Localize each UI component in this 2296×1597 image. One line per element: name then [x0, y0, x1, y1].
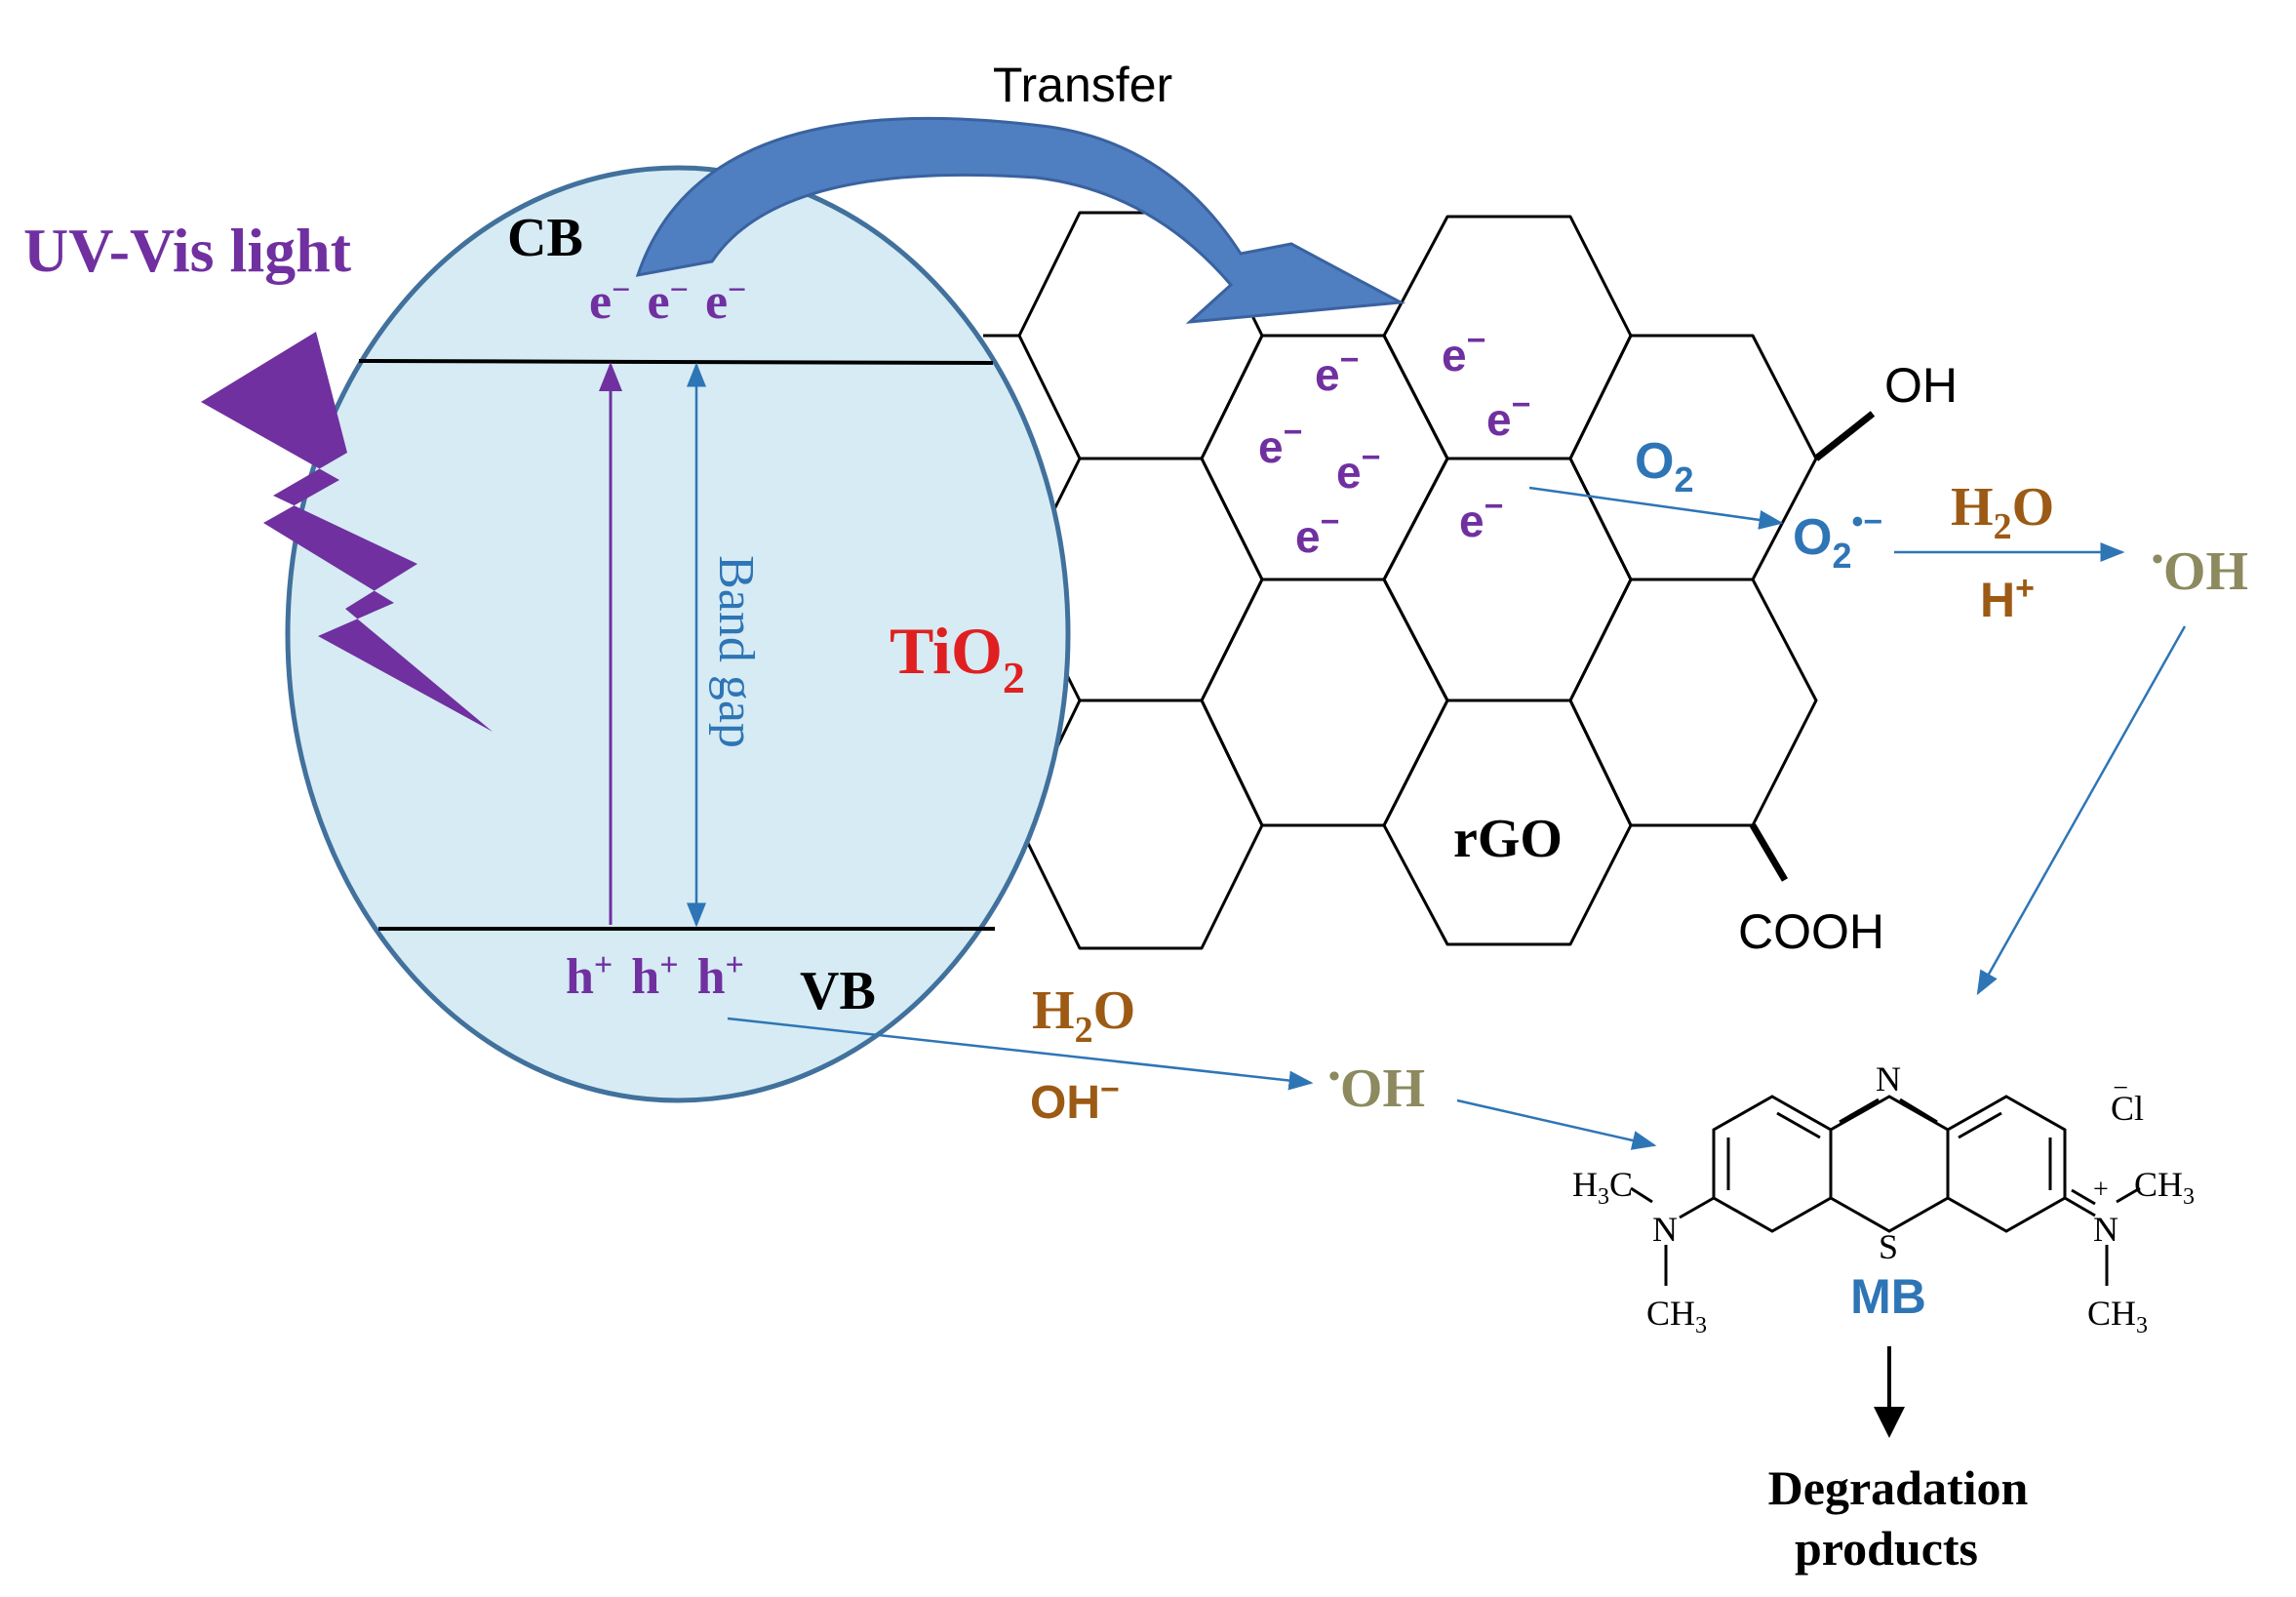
- svg-text:CH3: CH3: [2087, 1294, 2148, 1338]
- h2o-reduction-label: H2O: [1951, 477, 2054, 547]
- oh-bond: [1813, 411, 1876, 461]
- transfer-label: Transfer: [993, 58, 1172, 112]
- svg-text:CH3: CH3: [2134, 1165, 2195, 1210]
- hexagon: [1568, 578, 1818, 827]
- rgo-sheet: [983, 211, 1876, 950]
- svg-text:e−: e−: [1459, 488, 1503, 546]
- tio2-ellipse: [285, 165, 1071, 1103]
- svg-text:+: +: [2093, 1175, 2109, 1205]
- cb-label: CB: [507, 208, 583, 268]
- mb-molecule: [1630, 1095, 2141, 1286]
- mb-label: MB: [1850, 1269, 1926, 1324]
- svg-text:e−: e−: [1295, 503, 1339, 562]
- mb-atom-labels: N S −Cl N H3C CH3 N + CH3 CH3: [1572, 1059, 2195, 1338]
- uv-vis-light-label: UV-Vis light: [23, 216, 352, 285]
- oh-radical-lower: •OH: [1328, 1058, 1425, 1119]
- oh-radical-to-mb-lower-arrow: [1456, 1098, 1657, 1150]
- degradation-label-line2: products: [1795, 1521, 1978, 1576]
- svg-text:e−: e−: [1258, 414, 1302, 472]
- h-plus-label: H+: [1980, 570, 2035, 627]
- cb-electrons: e− e− e−: [589, 257, 746, 330]
- hexagon: [1382, 457, 1633, 702]
- svg-text:e−: e−: [1442, 322, 1485, 380]
- lightning-bolt-icon: [201, 332, 493, 732]
- electron-to-o2-arrow: [1528, 486, 1784, 530]
- degradation-label-line1: Degradation: [1768, 1460, 2029, 1515]
- o2-label: O2: [1635, 433, 1693, 499]
- tio2-label: TiO2: [890, 614, 1025, 702]
- vb-holes: h+ h+ h+: [566, 932, 744, 1005]
- svg-text:N: N: [1876, 1059, 1901, 1098]
- svg-text:CH3: CH3: [1646, 1294, 1707, 1338]
- benzene-ring-left: [1712, 1095, 1833, 1233]
- hole-to-oh-arrow: [727, 1017, 1314, 1091]
- hydroxide-label: OH−: [1030, 1071, 1120, 1129]
- cooh-bond: [1749, 823, 1789, 882]
- svg-text:H3C: H3C: [1572, 1165, 1633, 1210]
- oh-group-label: OH: [1884, 358, 1958, 413]
- hexagon: [1200, 578, 1449, 827]
- rgo-label: rGO: [1453, 809, 1563, 869]
- vb-label: VB: [800, 961, 876, 1021]
- superoxide-label: O2•−: [1793, 503, 1882, 576]
- cb-line: [358, 359, 994, 365]
- hexagon: [1568, 334, 1818, 581]
- svg-text:N: N: [2093, 1210, 2118, 1249]
- svg-text:e−: e−: [1336, 439, 1380, 498]
- band-gap-label: Band gap: [708, 555, 764, 748]
- cooh-group-label: COOH: [1738, 904, 1884, 959]
- curved-arrow-icon: [635, 116, 1406, 324]
- h2o-oxidation-label: H2O: [1032, 980, 1135, 1051]
- svg-text:N: N: [1652, 1210, 1678, 1249]
- svg-text:S: S: [1879, 1227, 1898, 1266]
- rgo-electrons: e− e− e− e− e− e− e−: [1258, 322, 1530, 562]
- oh-radical-upper: •OH: [2152, 541, 2248, 602]
- svg-text:−Cl: −Cl: [2111, 1073, 2144, 1128]
- svg-text:e−: e−: [1315, 341, 1359, 400]
- benzene-ring-right: [1946, 1095, 2067, 1233]
- oh-radical-to-mb-arrow: [1976, 625, 2187, 996]
- tio2-particle: [285, 165, 1071, 1103]
- svg-text:e−: e−: [1486, 386, 1530, 445]
